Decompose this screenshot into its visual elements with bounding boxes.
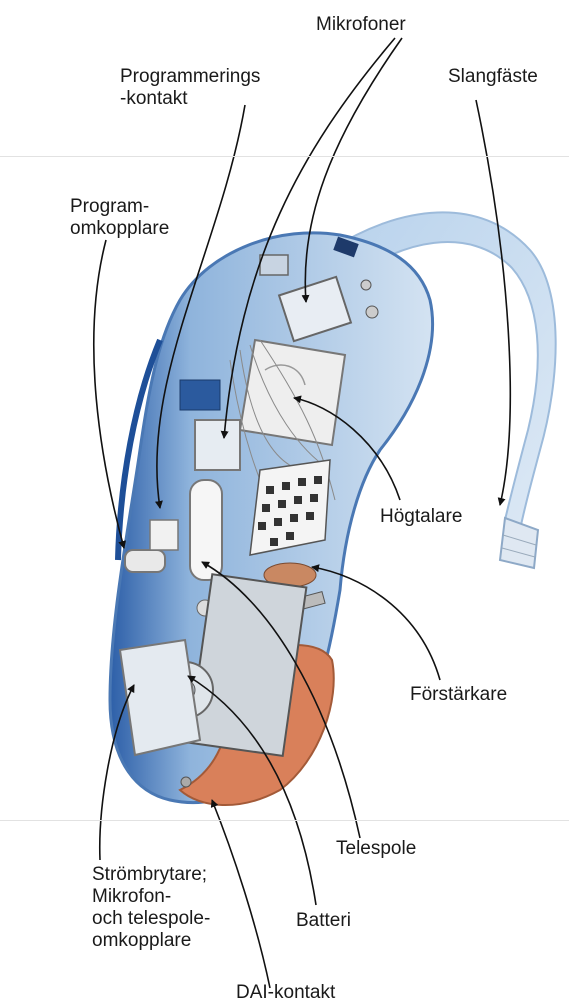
label-batteri-text: Batteri bbox=[296, 910, 351, 932]
label-forstarkare: Förstärkare bbox=[410, 684, 507, 706]
label-programomkopplare: Program- omkopplare bbox=[70, 196, 169, 240]
label-mikrofoner: Mikrofoner bbox=[316, 14, 406, 36]
label-dai-kontakt: DAI-kontakt bbox=[236, 982, 335, 1004]
divider-top bbox=[0, 156, 569, 157]
leader-slangfaste bbox=[476, 100, 510, 505]
label-program-line1: Program- bbox=[70, 196, 169, 218]
label-strombrytare-line3: och telespole- bbox=[92, 908, 210, 930]
label-slangfaste-text: Slangfäste bbox=[448, 66, 538, 88]
divider-bottom bbox=[0, 820, 569, 821]
label-slangfaste: Slangfäste bbox=[448, 66, 538, 88]
label-forstarkare-text: Förstärkare bbox=[410, 684, 507, 706]
label-hogtalare: Högtalare bbox=[380, 506, 462, 528]
label-programmerings-line1: Programmerings bbox=[120, 66, 260, 88]
label-strombrytare-line4: omkopplare bbox=[92, 930, 210, 952]
label-strombrytare-line2: Mikrofon- bbox=[92, 886, 210, 908]
label-program-line2: omkopplare bbox=[70, 218, 169, 240]
label-batteri: Batteri bbox=[296, 910, 351, 932]
label-telespole-text: Telespole bbox=[336, 838, 416, 860]
label-telespole: Telespole bbox=[336, 838, 416, 860]
label-dai-text: DAI-kontakt bbox=[236, 982, 335, 1004]
label-programmerings-line2: -kontakt bbox=[120, 88, 260, 110]
label-hogtalare-text: Högtalare bbox=[380, 506, 462, 528]
label-strombrytare-line1: Strömbrytare; bbox=[92, 864, 210, 886]
label-strombrytare: Strömbrytare; Mikrofon- och telespole- o… bbox=[92, 864, 210, 952]
label-programmeringskontakt: Programmerings -kontakt bbox=[120, 66, 260, 110]
label-mikrofoner-text: Mikrofoner bbox=[316, 14, 406, 36]
leader-dai bbox=[212, 800, 270, 988]
